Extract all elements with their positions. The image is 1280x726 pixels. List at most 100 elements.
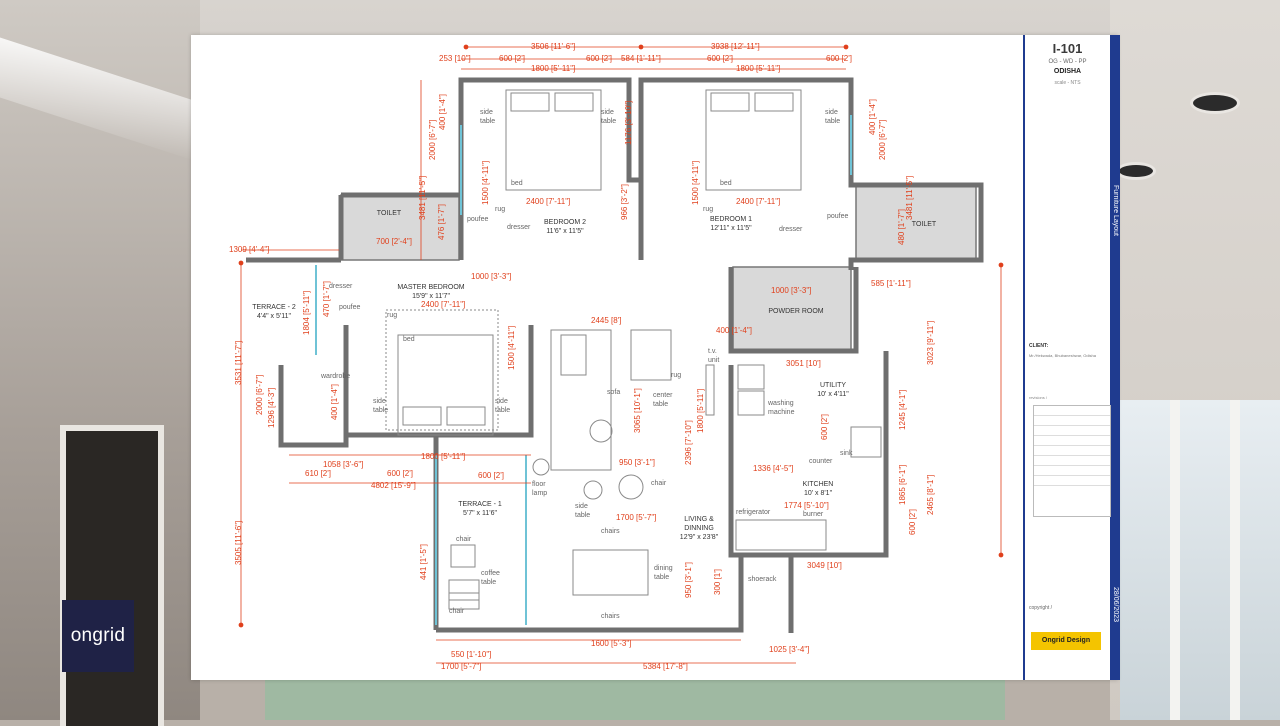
room-size: 12'9" x 23'8" [680, 534, 719, 541]
table-row [1034, 436, 1110, 446]
drawing-scale: scale - NTS [1054, 80, 1081, 86]
drawing-series: OG - WD - PP [1048, 59, 1087, 65]
floor-lamp [532, 458, 550, 476]
dim-text: 1800 [5'-11"] [736, 64, 780, 73]
label-lamp: lamp [532, 490, 547, 497]
dim-text: 2000 [6'-7"] [255, 375, 264, 415]
dim-text: 1700 [5'-7"] [616, 513, 656, 522]
label-side: side [495, 398, 508, 405]
room-size: 10' x 4'11" [817, 391, 849, 398]
dim-text: 1865 [6'-1"] [898, 465, 907, 505]
label-table: table [495, 407, 510, 414]
dim-text: 600 [2'] [707, 54, 733, 63]
doorway [60, 425, 164, 726]
label-table: table [654, 574, 669, 581]
dim-text: 600 [2'] [908, 509, 917, 535]
window-frame [1170, 400, 1180, 720]
dim-text: 3481 [11'-5"] [418, 176, 427, 220]
label-chairs: chairs [601, 528, 620, 535]
room-name: TERRACE - 1 [458, 501, 502, 508]
armchair [630, 329, 672, 381]
room-size: 15'9" x 11'7" [412, 293, 450, 300]
label-rug: rug [387, 312, 397, 319]
dim-text: 1800 [5'-11"] [531, 64, 575, 73]
master-bed [397, 334, 494, 436]
revisions-label: revisions / [1029, 395, 1048, 400]
dim-text: 441 [1'-5"] [419, 544, 428, 580]
pillow [402, 406, 442, 426]
dim-tick [463, 44, 469, 50]
table-row [1034, 406, 1110, 416]
label-coffee: coffee [481, 570, 500, 577]
dim-text: 600 [2'] [478, 471, 504, 480]
dim-text: 3481 [11'-5"] [905, 176, 914, 220]
windows [315, 115, 852, 625]
label-floor: floor [532, 481, 546, 488]
label-table: table [373, 407, 388, 414]
dim-text: 1800 [5'-11"] [696, 389, 705, 433]
pillow [510, 92, 550, 112]
label-table: table [825, 118, 840, 125]
table-row [1034, 466, 1110, 476]
copyright-label: copyright / [1029, 605, 1053, 611]
room-name: DINNING [684, 525, 714, 532]
dim-text: 600 [2'] [499, 54, 525, 63]
dim-text: 2445 [8'] [591, 316, 621, 325]
pillow [754, 92, 794, 112]
room-size: 10' x 8'1" [804, 490, 833, 497]
label-dining: dining [654, 565, 673, 572]
chair [448, 592, 480, 610]
pillow [446, 406, 486, 426]
dim-text: 600 [2'] [820, 414, 829, 440]
dim-text: 300 [1'] [713, 569, 722, 595]
label-rug: rug [671, 372, 681, 379]
dim-tick [238, 622, 244, 628]
dim-text: 400 [1'-4"] [716, 326, 752, 335]
table-row [1034, 476, 1110, 486]
label-chair: chair [651, 480, 667, 487]
dim-text: 3065 [10'-1"] [633, 388, 642, 433]
label-center: center [653, 392, 673, 399]
company-logo: Ongrid Design [1031, 632, 1101, 650]
label-rug: rug [703, 206, 713, 213]
downlight [1190, 92, 1240, 114]
client-label: CLIENT: [1029, 343, 1049, 349]
dim-text: 3049 [10'] [807, 561, 842, 570]
toilet-right-area [855, 184, 977, 261]
drawing-date: 28/06/2023 [1112, 587, 1119, 623]
room-name: TOILET [912, 221, 937, 228]
label-poufee: poufee [467, 216, 489, 223]
label-machine: machine [768, 409, 795, 416]
label-tv: t.v. [708, 348, 717, 355]
dim-tick [843, 44, 849, 50]
room-name: UTILITY [820, 382, 846, 389]
sink [850, 426, 882, 458]
chair [618, 474, 644, 500]
pillow [710, 92, 750, 112]
dim-text: 1336 [4'-5"] [753, 464, 793, 473]
room-name: LIVING & [684, 516, 714, 523]
room-size: 5'7" x 11'6" [463, 510, 497, 517]
sheet-title: Furniture Layout [1112, 185, 1119, 236]
dim-text: 3051 [10'] [786, 359, 821, 368]
dim-text: 1774 [5'-10"] [784, 501, 829, 510]
dim-text: 585 [1'-11"] [871, 279, 911, 288]
dim-tick [998, 262, 1004, 268]
sofa-cushion [560, 334, 587, 376]
dim-tick [238, 260, 244, 266]
label-washing: washing [767, 400, 794, 407]
pillow [554, 92, 594, 112]
table-row [1034, 416, 1110, 426]
label-table: table [601, 118, 616, 125]
dim-text: 600 [2'] [586, 54, 612, 63]
dim-text: 1500 [4'-11"] [507, 326, 516, 370]
dim-text: 550 [1'-10"] [451, 650, 491, 659]
dim-text: 1058 [3'-6"] [323, 460, 363, 469]
label-side: side [373, 398, 386, 405]
dim-text: 5384 [17'-8"] [643, 662, 688, 671]
dim-text: 400 [1'-4"] [438, 94, 447, 130]
label-poufee: poufee [339, 304, 361, 311]
wet-areas [340, 184, 977, 352]
label-bed: bed [511, 180, 523, 187]
dim-text: 600 [2'] [387, 469, 413, 478]
